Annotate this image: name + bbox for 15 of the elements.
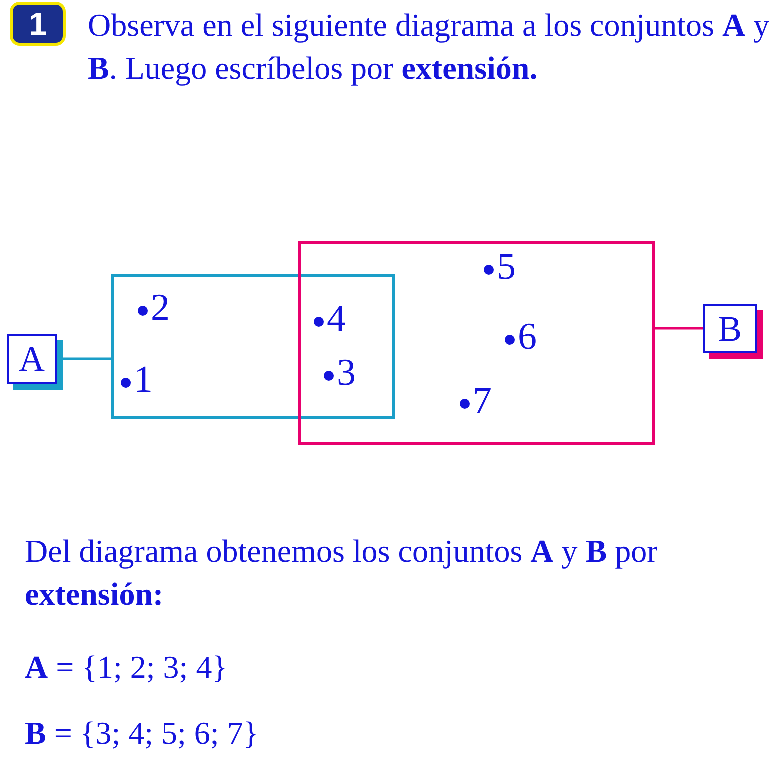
text-paragraph: Del diagrama obtenemos los conjuntos A y B por extensión: xyxy=(25,532,659,614)
text-paragraph: B = {3; 4; 5; 6; 7} xyxy=(25,714,260,753)
element-number: 3 xyxy=(337,352,356,394)
element-number: 6 xyxy=(518,316,537,358)
set-rectangle xyxy=(298,241,655,445)
title: Observa en el siguiente diagrama a los conjuntos A y B. Luego escríbelos por extensión. xyxy=(88,6,771,88)
element-number: 2 xyxy=(151,287,170,329)
element-number: 1 xyxy=(134,359,153,401)
number-badge: 1 xyxy=(10,2,66,46)
element-number: 7 xyxy=(473,380,492,422)
leader-line xyxy=(655,327,703,330)
element-number: 5 xyxy=(497,246,516,288)
text-paragraph: A = {1; 2; 3; 4} xyxy=(25,648,229,687)
set-rectangle xyxy=(111,274,395,419)
element-number: 4 xyxy=(327,298,346,340)
